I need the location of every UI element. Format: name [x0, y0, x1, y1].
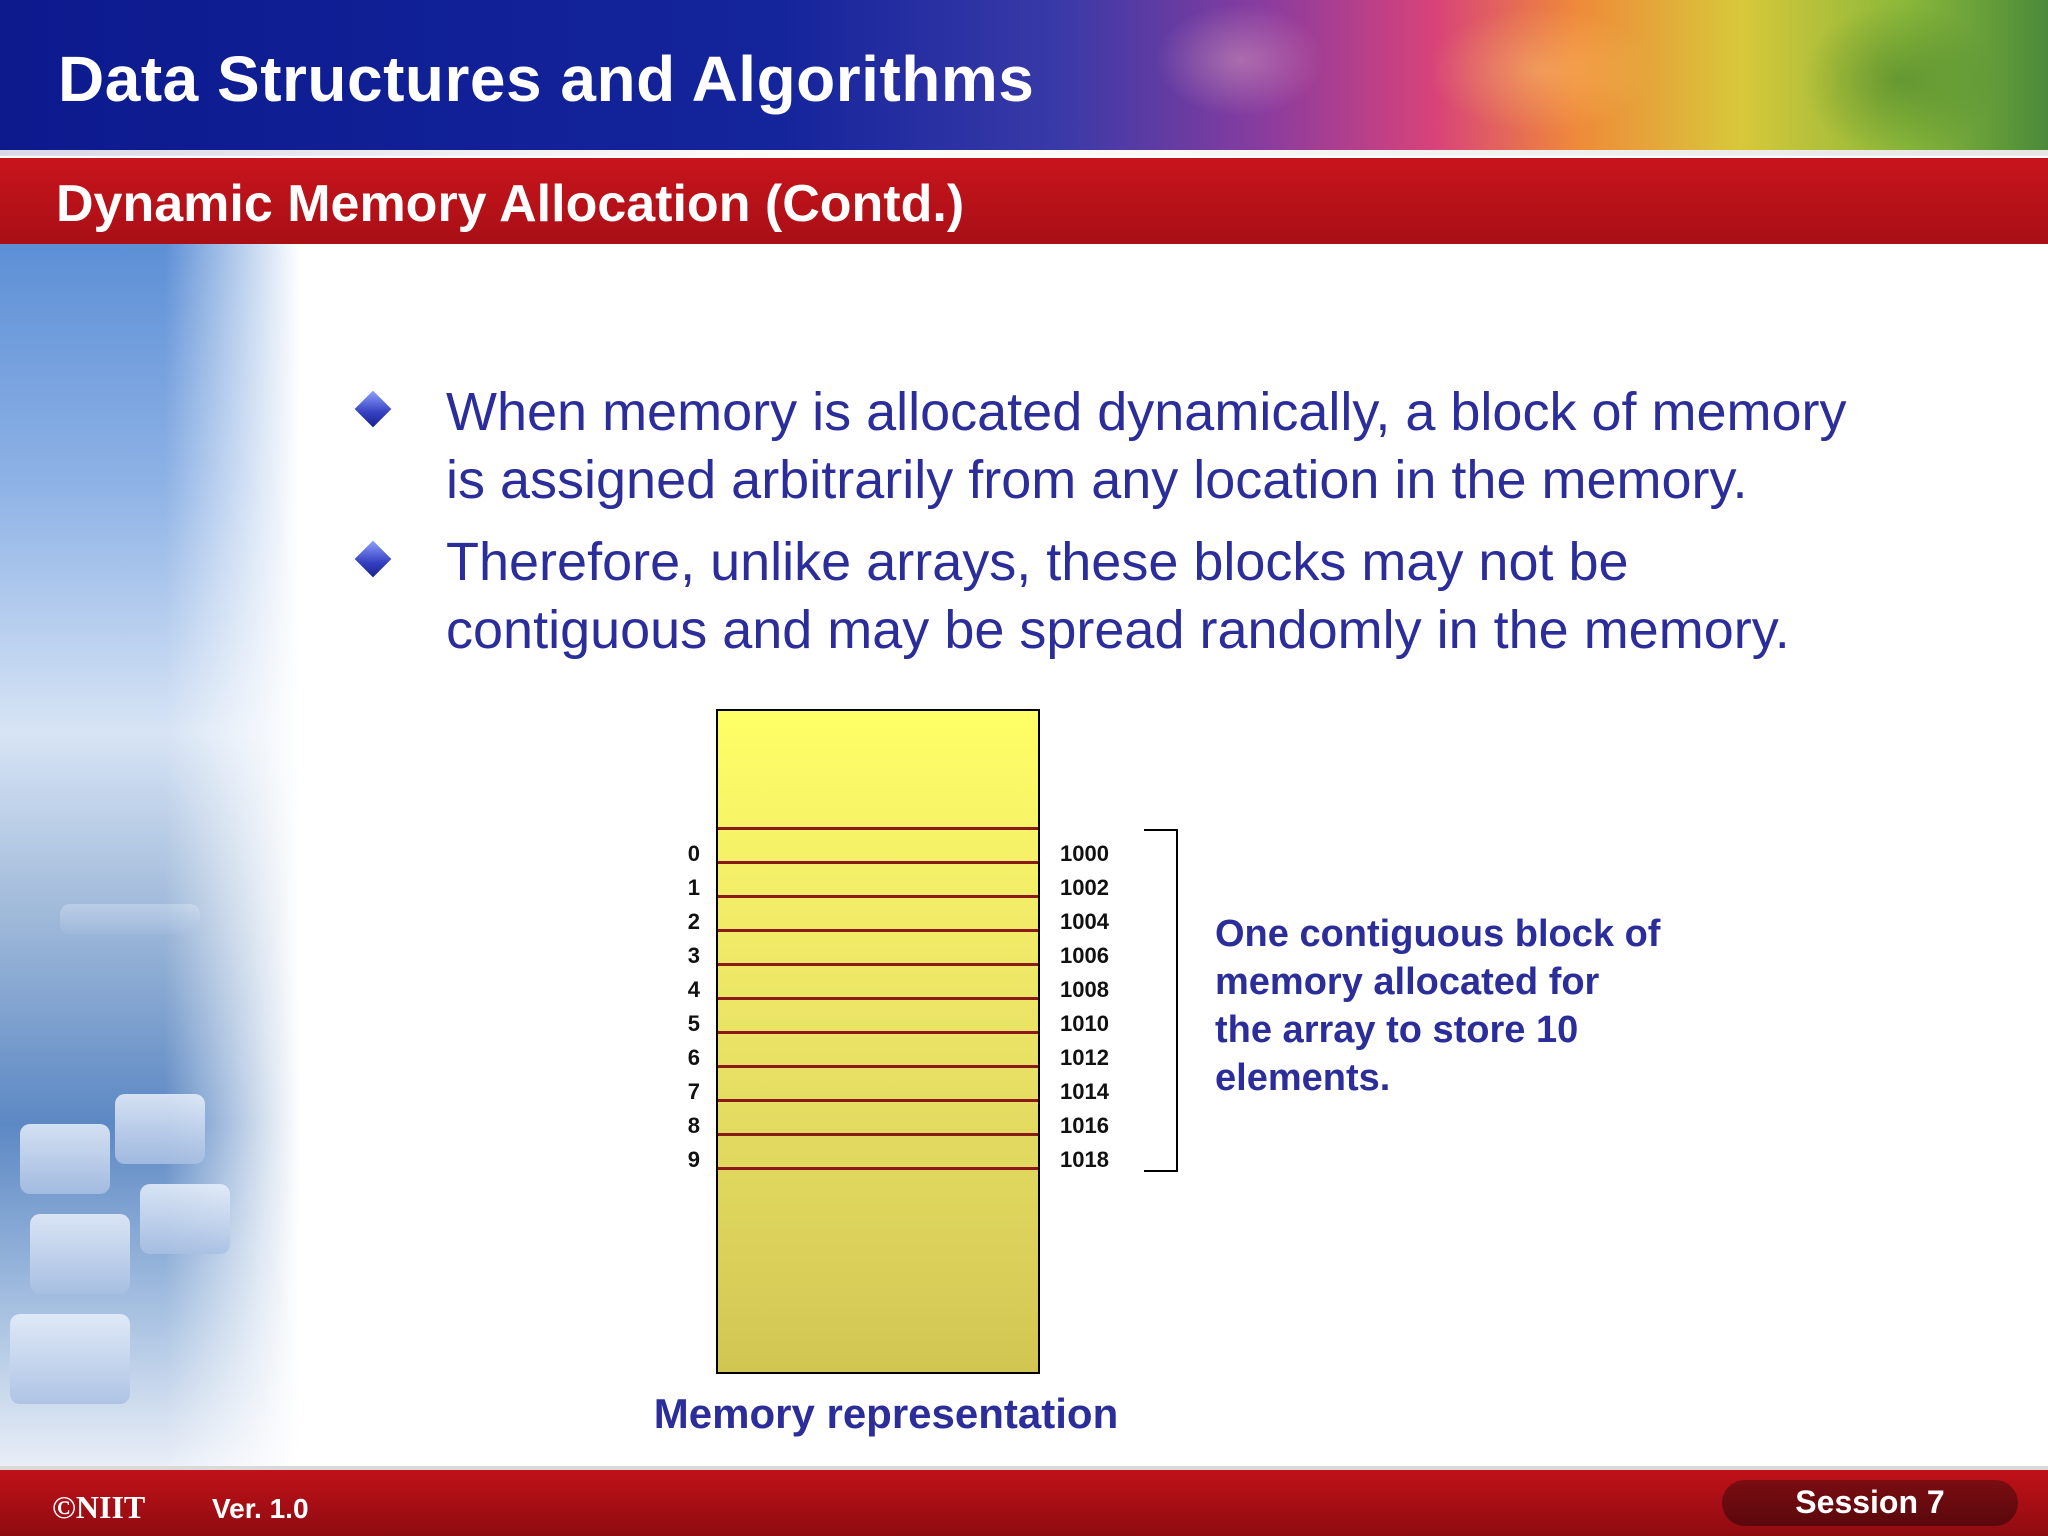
- diamond-bullet-icon: [354, 540, 392, 578]
- index-label: 5: [687, 1011, 700, 1036]
- index-label: 4: [687, 977, 700, 1002]
- memory-row-line: [718, 827, 1038, 830]
- memory-row-line: [718, 1065, 1038, 1068]
- keyboard-key-image: [115, 1094, 205, 1164]
- keyboard-key-image: [20, 1124, 110, 1194]
- left-decorative-image: [0, 244, 300, 1466]
- bracket: [1176, 829, 1178, 1172]
- slide-title: Dynamic Memory Allocation (Contd.): [56, 175, 965, 233]
- bullet-line: Therefore, unlike arrays, these blocks m…: [446, 532, 1629, 592]
- bracket-bottom: [1144, 1170, 1178, 1172]
- keyboard-key-image: [30, 1214, 130, 1294]
- memory-column: [716, 709, 1040, 1374]
- address-label: 1006: [1060, 943, 1109, 968]
- bullet-text: Therefore, unlike arrays, these blocks m…: [446, 528, 1790, 664]
- diamond-bullet-icon: [354, 390, 392, 428]
- index-label: 6: [687, 1045, 700, 1070]
- note-line: the array to store 10: [1215, 1009, 1579, 1051]
- address-label: 1004: [1060, 909, 1109, 934]
- keyboard-key-image: [60, 904, 200, 934]
- address-label: 1010: [1060, 1011, 1109, 1036]
- keyboard-key-image: [10, 1314, 130, 1404]
- memory-row-line: [718, 929, 1038, 932]
- bullet-line: contiguous and may be spread randomly in…: [446, 600, 1790, 660]
- footer-bar: [0, 1466, 2048, 1536]
- bullet-line: When memory is allocated dynamically, a …: [446, 382, 1847, 442]
- session-label: Session 7: [1795, 1484, 1945, 1520]
- niit-logo: ©NIIT: [52, 1489, 146, 1525]
- index-label: 3: [687, 943, 700, 968]
- keyboard-key-image: [140, 1184, 230, 1254]
- block-note: One contiguous block of memory allocated…: [1215, 910, 1735, 1102]
- section-band: [0, 158, 2048, 244]
- diagram-caption: Memory representation: [653, 1390, 1119, 1437]
- address-label: 1000: [1060, 841, 1109, 866]
- address-label: 1002: [1060, 875, 1109, 900]
- course-title: Data Structures and Algorithms: [58, 43, 1035, 115]
- memory-row-line: [718, 997, 1038, 1000]
- memory-row-line: [718, 1031, 1038, 1034]
- bullet-item: Therefore, unlike arrays, these blocks m…: [354, 528, 1940, 668]
- address-label: 1018: [1060, 1147, 1109, 1172]
- session-badge: [1722, 1480, 2018, 1526]
- bullet-line: is assigned arbitrarily from any locatio…: [446, 450, 1748, 510]
- index-label: 8: [687, 1113, 700, 1138]
- index-label: 1: [687, 875, 700, 900]
- note-line: elements.: [1215, 1057, 1391, 1099]
- address-label: 1014: [1060, 1079, 1109, 1104]
- index-label: 2: [687, 909, 700, 934]
- header-divider: [0, 150, 2048, 156]
- footer-divider: [0, 1466, 2048, 1470]
- note-line: One contiguous block of: [1215, 913, 1661, 955]
- address-label: 1008: [1060, 977, 1109, 1002]
- bullet-item: When memory is allocated dynamically, a …: [354, 378, 1940, 518]
- index-label: 0: [687, 841, 700, 866]
- header-photo-collage: [1120, 0, 2048, 150]
- header-banner: [0, 0, 2048, 156]
- index-label: 9: [687, 1147, 700, 1172]
- note-line: memory allocated for: [1215, 961, 1600, 1003]
- memory-row-line: [718, 1167, 1038, 1170]
- memory-row-line: [718, 1133, 1038, 1136]
- memory-row-line: [718, 895, 1038, 898]
- bracket-top: [1144, 829, 1178, 831]
- memory-row-line: [718, 1099, 1038, 1102]
- memory-row-line: [718, 861, 1038, 864]
- memory-row-line: [718, 963, 1038, 966]
- address-label: 1012: [1060, 1045, 1109, 1070]
- address-label: 1016: [1060, 1113, 1109, 1138]
- index-label: 7: [687, 1079, 700, 1104]
- version-label: Ver. 1.0: [212, 1493, 309, 1524]
- bullet-text: When memory is allocated dynamically, a …: [446, 378, 1847, 514]
